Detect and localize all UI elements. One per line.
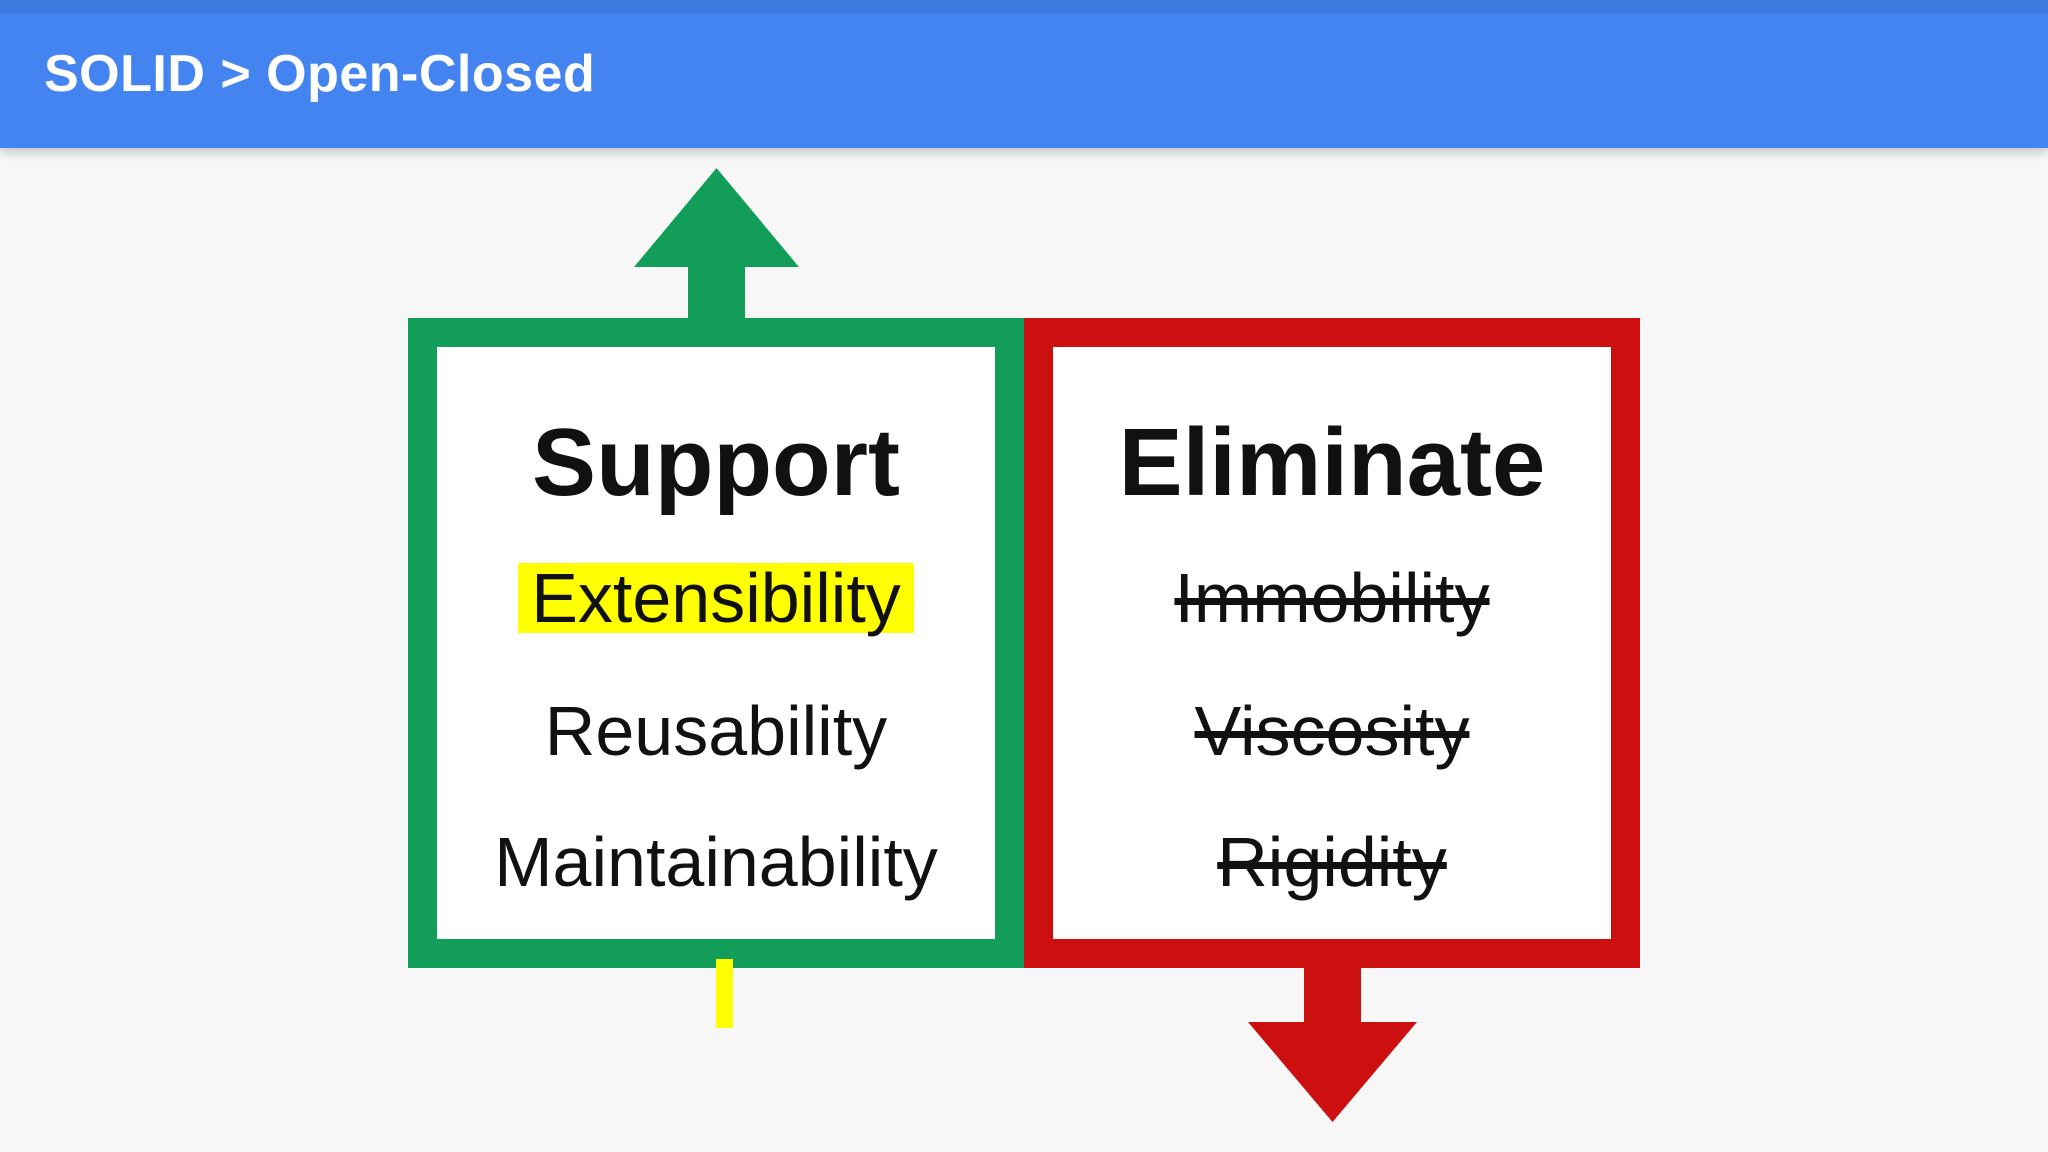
support-row: Reusability (408, 696, 1024, 766)
down-arrow-icon (1248, 964, 1417, 1122)
eliminate-item-rigidity: Rigidity (1217, 823, 1447, 901)
eliminate-item-viscosity: Viscosity (1194, 692, 1470, 770)
breadcrumb-title: SOLID > Open-Closed (44, 45, 596, 103)
eliminate-row: Immobility (1024, 563, 1640, 633)
highlight-cursor-mark (716, 959, 733, 1028)
eliminate-box: Eliminate Immobility Viscosity Rigidity (1024, 318, 1640, 968)
support-item-maintainability: Maintainability (494, 823, 938, 901)
eliminate-row: Viscosity (1024, 696, 1640, 766)
up-arrow-icon (634, 168, 799, 323)
support-box: Support Extensibility Reusability Mainta… (408, 318, 1024, 968)
eliminate-title: Eliminate (1118, 409, 1546, 516)
support-row: Extensibility (408, 563, 1024, 633)
support-item-reusability: Reusability (544, 692, 888, 770)
eliminate-item-immobility: Immobility (1174, 559, 1490, 637)
app-bar-top-stripe (0, 0, 2048, 14)
app-bar: SOLID > Open-Closed (0, 0, 2048, 148)
support-title: Support (532, 409, 900, 516)
eliminate-row: Rigidity (1024, 827, 1640, 897)
support-row: Maintainability (408, 827, 1024, 897)
support-item-extensibility: Extensibility (518, 563, 914, 633)
